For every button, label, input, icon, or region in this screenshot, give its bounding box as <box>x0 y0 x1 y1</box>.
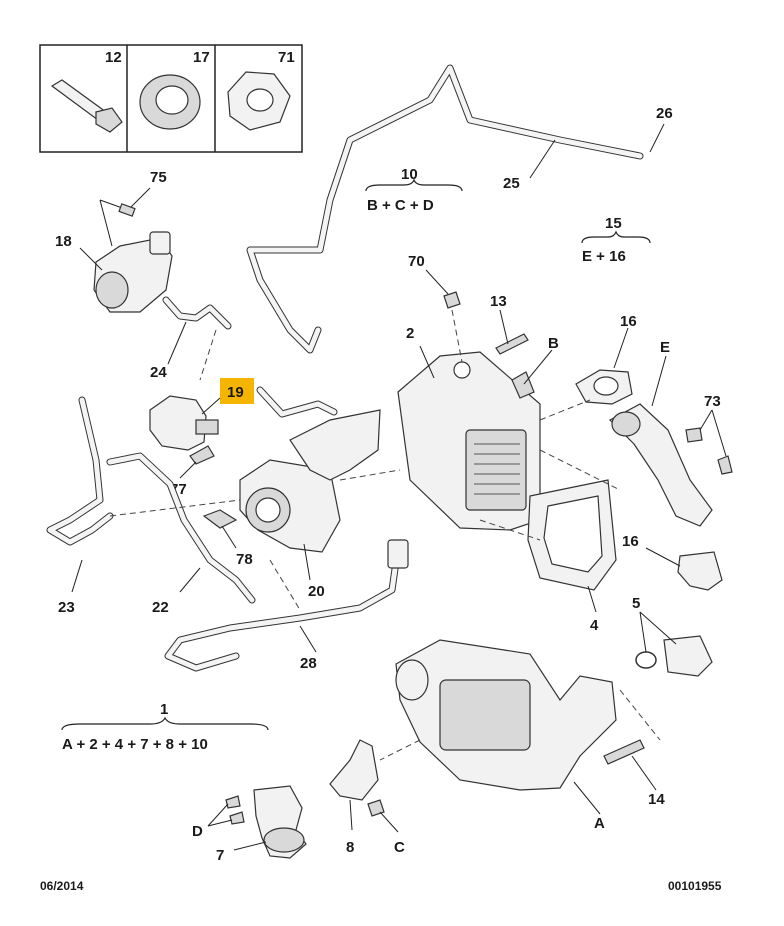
callout-26: 26 <box>656 105 673 122</box>
pipe-section <box>256 386 338 418</box>
egr-cooler-2 <box>397 351 541 531</box>
callout-28: 28 <box>300 655 317 672</box>
callout-13: 13 <box>490 293 507 310</box>
group-10: 10 B + C + D <box>365 166 463 214</box>
callout-18: 18 <box>55 233 72 250</box>
footer-reference: 00101955 <box>668 879 722 893</box>
legend-number-71: 71 <box>278 49 295 66</box>
group-15-formula: E + 16 <box>582 248 626 265</box>
group-15: 15 E + 16 <box>581 215 651 265</box>
footer-date: 06/2014 <box>40 879 84 893</box>
group-1-number: 1 <box>160 701 168 718</box>
callout-78: 78 <box>236 551 253 568</box>
callout-5: 5 <box>632 595 640 612</box>
group-15-number: 15 <box>605 215 622 232</box>
bolt-78 <box>202 509 238 529</box>
callout-16-lower: 16 <box>622 533 639 550</box>
callout-22: 22 <box>152 599 169 616</box>
bolt-77 <box>189 445 215 465</box>
sensor-19 <box>149 395 219 451</box>
group-10-formula: B + C + D <box>367 197 434 214</box>
legend-number-12: 12 <box>105 49 122 66</box>
group-1: 1 A + 2 + 4 + 7 + 8 + 10 <box>61 701 269 753</box>
vacuum-solenoid-18 <box>93 203 173 313</box>
highlight-19-badge[interactable] <box>220 378 254 404</box>
gasket-16-upper <box>575 369 633 405</box>
callout-A: A <box>594 815 605 832</box>
group-10-number: 10 <box>401 166 418 183</box>
pipe-25 <box>246 64 644 354</box>
callout-75: 75 <box>150 169 167 186</box>
nut-icon <box>227 71 291 131</box>
bolt-70 <box>443 291 461 309</box>
screws-D <box>225 795 245 825</box>
callout-73: 73 <box>704 393 721 410</box>
callout-C: C <box>394 839 405 856</box>
callout-4: 4 <box>590 617 599 634</box>
cooler-module-A <box>395 639 617 791</box>
callout-24: 24 <box>150 364 167 381</box>
elbow-E <box>609 403 713 527</box>
bracket-8 <box>329 739 379 801</box>
hose-22 <box>106 452 256 604</box>
bolt-icon <box>50 79 123 133</box>
cable-28 <box>164 539 409 672</box>
callout-8: 8 <box>346 839 354 856</box>
cable-23 <box>46 396 114 546</box>
callout-70: 70 <box>408 253 425 270</box>
callout-25: 25 <box>503 175 520 192</box>
callout-D: D <box>192 823 203 840</box>
callout-E: E <box>660 339 670 356</box>
callout-16-upper: 16 <box>620 313 637 330</box>
callout-7: 7 <box>216 847 224 864</box>
actuator-7 <box>253 785 307 859</box>
callout-2: 2 <box>406 325 414 342</box>
assembly-lines <box>109 329 661 761</box>
callout-14: 14 <box>648 791 665 808</box>
callout-B: B <box>548 335 559 352</box>
egr-valve-20 <box>239 409 381 553</box>
callout-19: 19 <box>227 384 244 401</box>
gasket-4 <box>527 479 617 591</box>
gasket-16-lower <box>677 551 723 591</box>
hose-24 <box>162 296 232 330</box>
stud-13 <box>495 333 529 355</box>
group-1-formula: A + 2 + 4 + 7 + 8 + 10 <box>62 736 208 753</box>
legend-number-17: 17 <box>193 49 210 66</box>
callout-20: 20 <box>308 583 325 600</box>
callout-23: 23 <box>58 599 75 616</box>
seal-5 <box>635 635 713 677</box>
fastener-legend-box: 12 17 71 <box>39 44 303 153</box>
seal-ring-icon <box>139 74 201 130</box>
bolt-14 <box>603 739 645 765</box>
bolts-73 <box>685 427 733 475</box>
